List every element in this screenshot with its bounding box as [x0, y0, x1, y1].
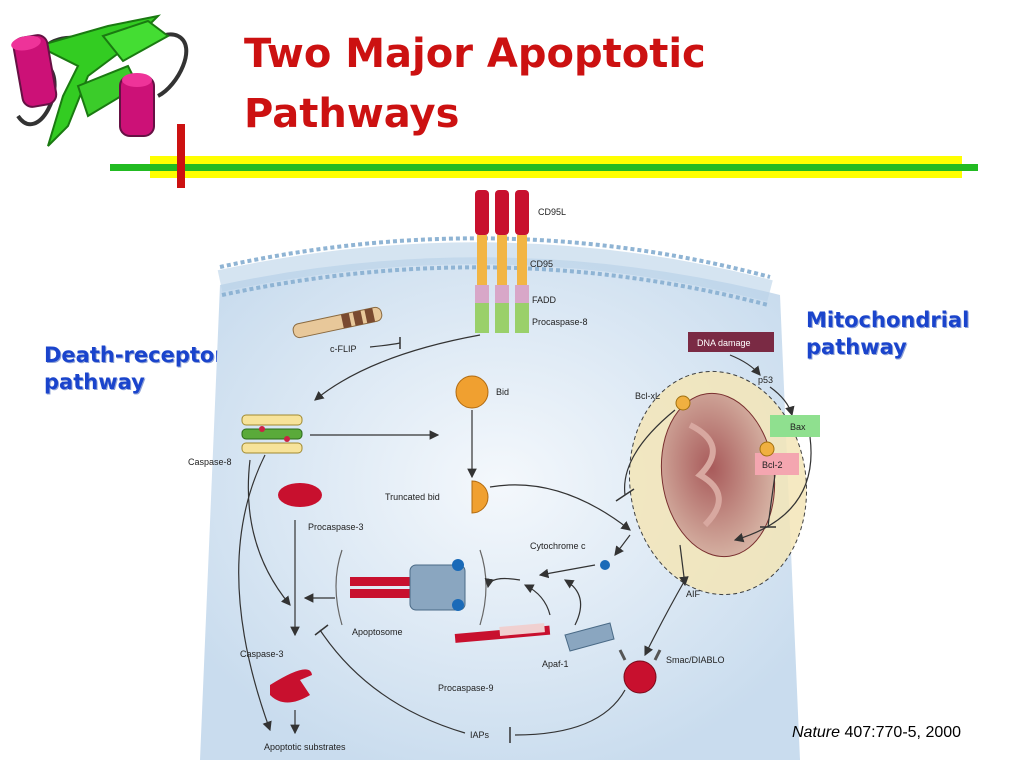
caspase3-protein: [270, 669, 312, 703]
bax-label: Bax: [790, 422, 806, 432]
procaspase9-label: Procaspase-9: [438, 683, 494, 693]
citation-details: 407:770-5, 2000: [844, 724, 962, 741]
cd95l-label: CD95L: [538, 207, 566, 217]
bcl2-dot: [759, 441, 775, 457]
death-label-line-2: pathway: [44, 370, 145, 394]
bcl-xl-dot: [675, 395, 691, 411]
title-rule-red: [177, 124, 185, 188]
iaps-label: IAPs: [470, 730, 490, 740]
bid-label: Bid: [496, 387, 509, 397]
protein-ribbon-icon: [11, 14, 189, 147]
cell-membrane-inner: [221, 265, 769, 307]
title-line-2: Pathways: [244, 91, 460, 137]
truncated-bid-label: Truncated bid: [385, 492, 440, 502]
smac-diablo-label: Smac/DIABLO: [666, 655, 725, 665]
title-rule-green: [110, 164, 978, 171]
citation-journal: Nature: [792, 724, 841, 741]
caspase3-label: Caspase-3: [240, 649, 284, 659]
cd95-label: CD95: [530, 259, 553, 269]
caspase8-complex: [241, 414, 303, 454]
apaf1-protein: [564, 622, 615, 652]
slide-title: Two Major Apoptotic Pathways: [244, 24, 804, 144]
procaspase3-label: Procaspase-3: [308, 522, 364, 532]
death-receptor-label: Death-receptor pathway: [44, 342, 254, 396]
caspase8-label: Caspase-8: [188, 457, 232, 467]
cytoplasm: [200, 257, 800, 760]
mito-label-line-2: pathway: [806, 335, 907, 359]
apaf1-label: Apaf-1: [542, 659, 569, 669]
smac-diablo-protein: [623, 660, 657, 694]
apoptotic-substrates-label: Apoptotic substrates: [264, 742, 346, 752]
apoptosome-label: Apoptosome: [352, 627, 403, 637]
aif-label: AIF: [686, 589, 701, 599]
cytochrome-c: [600, 560, 610, 570]
bax-box: [770, 415, 820, 437]
procaspase3-protein: [278, 483, 322, 507]
apoptosis-pathway-diagram: CD95L CD95 FADD Procaspase-8 c-FLIP Bid …: [188, 190, 820, 760]
mito-label-line-1: Mitochondrial: [806, 308, 970, 332]
fadd-label: FADD: [532, 295, 557, 305]
death-label-line-1: Death-receptor: [44, 343, 225, 367]
title-line-1: Two Major Apoptotic: [244, 31, 706, 77]
truncated-bid: [471, 480, 489, 514]
c-flip: [292, 306, 383, 339]
bcl2-box: [755, 453, 799, 475]
cd95-receptor: [475, 190, 529, 333]
procaspase8-label: Procaspase-8: [532, 317, 588, 327]
bcl2-label: Bcl-2: [762, 460, 783, 470]
mitochondrial-label: Mitochondrial pathway: [806, 307, 996, 361]
citation: Nature 407:770-5, 2000: [792, 724, 961, 742]
apoptosome: [350, 559, 466, 611]
bcl-xl-label: Bcl-xL: [635, 391, 660, 401]
cell-membrane-outer: [219, 236, 771, 279]
c-flip-label: c-FLIP: [330, 344, 357, 354]
cytochrome-c-label: Cytochrome c: [530, 541, 586, 551]
dna-damage-label: DNA damage: [697, 338, 751, 348]
bid-protein: [455, 375, 489, 409]
dna-damage-box: [688, 332, 774, 352]
p53-label: p53: [758, 375, 773, 385]
